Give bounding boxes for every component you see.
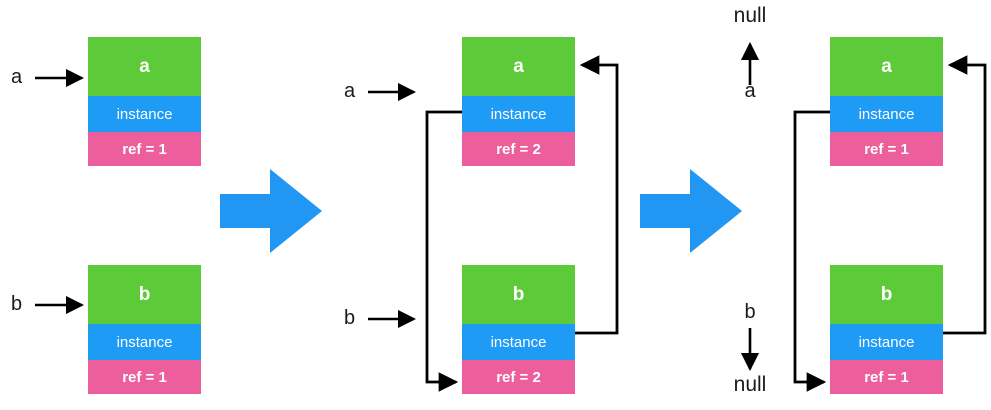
object-name-band: a <box>88 37 201 96</box>
object-ref-band: ref = 2 <box>462 132 575 166</box>
object-box-p1-a: a instance ref = 1 <box>88 37 201 166</box>
object-box-p3-b: b instance ref = 1 <box>830 265 943 394</box>
reference-link-p2-a-to-b <box>425 110 462 392</box>
object-ref-band: ref = 1 <box>88 132 201 166</box>
object-name-band: b <box>462 265 575 324</box>
object-box-p1-b: b instance ref = 1 <box>88 265 201 394</box>
object-instance-band: instance <box>462 324 575 360</box>
transition-arrow-1 <box>220 169 322 253</box>
reference-link-p3-a-to-b <box>793 110 830 392</box>
object-instance-band: instance <box>830 96 943 132</box>
object-box-p2-a: a instance ref = 2 <box>462 37 575 166</box>
object-box-p2-b: b instance ref = 2 <box>462 265 575 394</box>
object-name-band: b <box>830 265 943 324</box>
reference-link-p3-b-to-a <box>943 55 987 335</box>
object-instance-band: instance <box>88 96 201 132</box>
object-instance-band: instance <box>830 324 943 360</box>
object-ref-band: ref = 1 <box>830 360 943 394</box>
object-ref-band: ref = 1 <box>830 132 943 166</box>
null-label-top: null <box>733 4 767 27</box>
variable-label-p3-a: a <box>744 80 756 102</box>
object-name-band: b <box>88 265 201 324</box>
transition-arrow-2 <box>640 169 742 253</box>
object-instance-band: instance <box>462 96 575 132</box>
variable-label-p3-b: b <box>744 301 756 323</box>
object-ref-band: ref = 2 <box>462 360 575 394</box>
variable-label-p1-a: a <box>11 66 23 88</box>
object-name-band: a <box>462 37 575 96</box>
object-box-p3-a: a instance ref = 1 <box>830 37 943 166</box>
reference-link-p2-b-to-a <box>575 55 619 335</box>
object-name-band: a <box>830 37 943 96</box>
variable-label-p2-b: b <box>344 307 356 329</box>
variable-label-p2-a: a <box>344 80 356 102</box>
object-instance-band: instance <box>88 324 201 360</box>
variable-label-p1-b: b <box>11 293 23 315</box>
null-label-bottom: null <box>733 373 767 396</box>
object-ref-band: ref = 1 <box>88 360 201 394</box>
